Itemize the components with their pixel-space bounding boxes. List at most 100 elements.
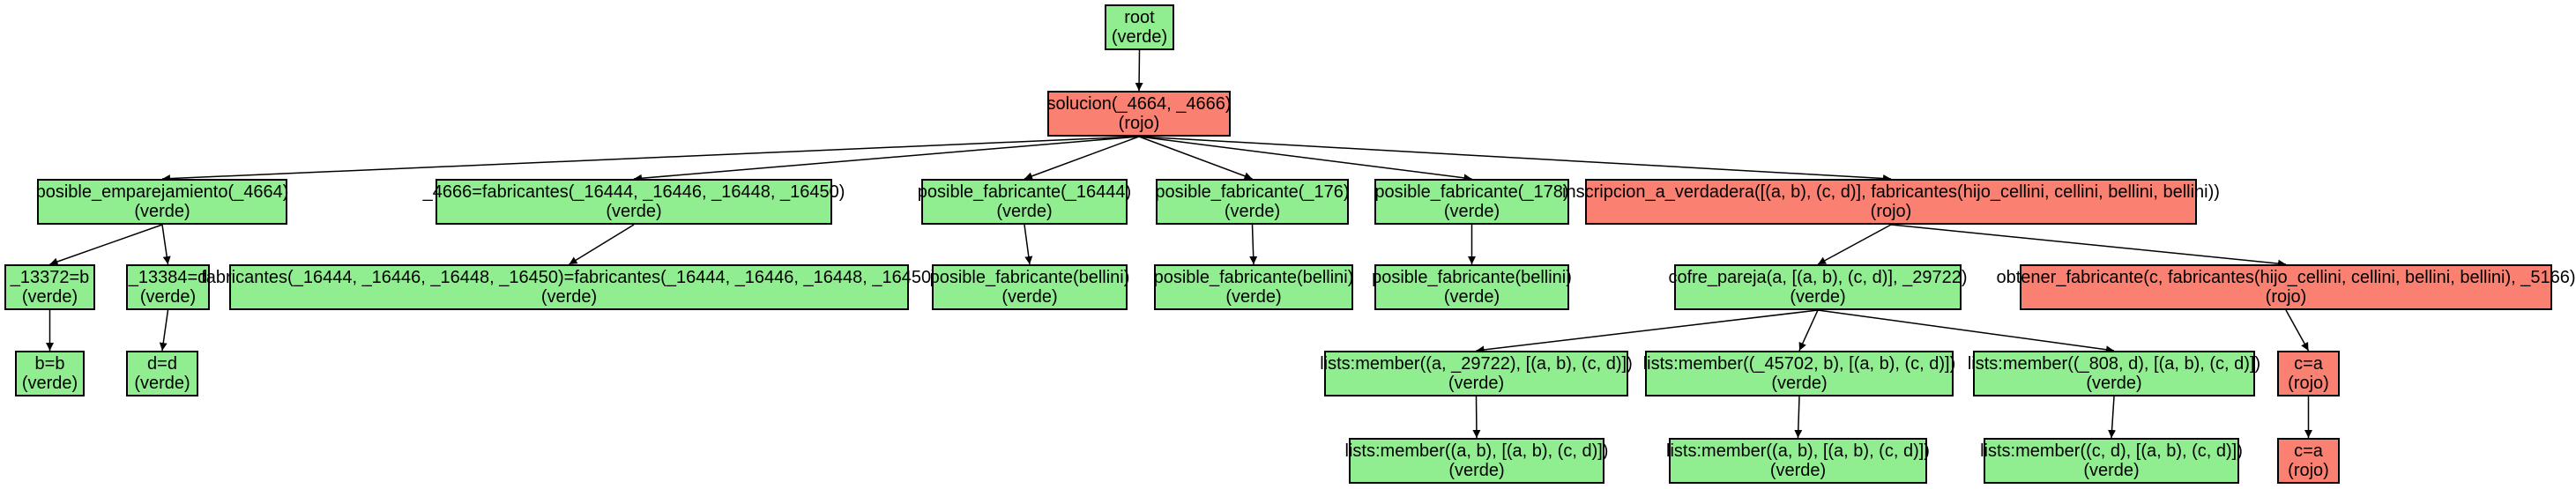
node-status: (verde) bbox=[996, 202, 1053, 221]
node-status: (verde) bbox=[21, 374, 78, 393]
edge-solucion-to-eq-fabricantes bbox=[633, 136, 1140, 182]
node-status: (verde) bbox=[134, 202, 190, 221]
node-status: (rojo) bbox=[2265, 287, 2307, 307]
node-label: _13372=b bbox=[10, 268, 90, 287]
tree-node-lm-ab2: lists:member((a, b), [(a, b), (c, d)])(v… bbox=[1666, 438, 1930, 484]
node-label: lists:member((a, _29722), [(a, b), (c, d… bbox=[1320, 354, 1633, 374]
edge-cofre-to-lm-808 bbox=[1817, 309, 2115, 354]
tree-node-pfb-1: posible_fabricante(bellini)(verde) bbox=[929, 264, 1130, 310]
tree-node-posible-emparejamiento: posible_emparejamiento(_4664)(verde) bbox=[35, 179, 289, 225]
node-status: (verde) bbox=[139, 287, 197, 307]
edge-lm-45702-to-lm-ab2 bbox=[1794, 396, 1803, 439]
tree-node-eq-13372: _13372=b(verde) bbox=[4, 264, 95, 310]
node-label: _4666=fabricantes(_16444, _16446, _16448… bbox=[422, 182, 845, 202]
edge-inscripcion-to-cofre bbox=[1817, 224, 1892, 265]
edge-pf-176-to-pfb-2 bbox=[1249, 224, 1258, 265]
node-status: (verde) bbox=[1448, 374, 1505, 393]
tree-node-pf-178: posible_fabricante(_178)(verde) bbox=[1374, 179, 1569, 225]
edge-posible-emparejamiento-to-eq-13384 bbox=[161, 224, 171, 265]
node-label: lists:member((_808, d), [(a, b), (c, d)]… bbox=[1967, 354, 2261, 374]
tree-node-eq-13384: _13384=d(verde) bbox=[126, 264, 210, 310]
node-status: (rojo) bbox=[2288, 461, 2329, 480]
node-label: posible_fabricante(_178) bbox=[1374, 182, 1569, 202]
node-label: solucion(_4664, _4666) bbox=[1046, 94, 1232, 114]
edge-solucion-to-pf-16444 bbox=[1024, 136, 1140, 181]
node-label: obtener_fabricante(c, fabricantes(hijo_c… bbox=[1996, 268, 2576, 287]
edge-eq-13384-to-dd bbox=[159, 309, 169, 352]
node-status: (rojo) bbox=[1870, 202, 1912, 221]
tree-node-pfb-3: posible_fabricante(bellini)(verde) bbox=[1372, 264, 1572, 310]
node-label: root bbox=[1124, 8, 1155, 27]
tree-node-lm-808: lists:member((_808, d), [(a, b), (c, d)]… bbox=[1968, 351, 2260, 396]
edge-lm-a-to-lm-ab bbox=[1472, 396, 1481, 439]
edge-solucion-to-posible-emparejamiento bbox=[161, 136, 1140, 183]
node-status: (rojo) bbox=[2288, 374, 2329, 393]
tree-node-ca-2: c=a(rojo) bbox=[2277, 438, 2340, 484]
edge-solucion-to-pf-178 bbox=[1138, 136, 1472, 182]
node-label: posible_fabricante(_176) bbox=[1155, 182, 1350, 202]
tree-node-root: root(verde) bbox=[1105, 4, 1174, 50]
node-label: d=d bbox=[147, 354, 177, 374]
node-status: (verde) bbox=[606, 202, 662, 221]
node-status: (verde) bbox=[1001, 287, 1058, 307]
tree-node-dd: d=d(verde) bbox=[126, 351, 198, 396]
edge-cofre-to-lm-a bbox=[1476, 309, 1819, 354]
edge-solucion-to-inscripcion bbox=[1138, 136, 1892, 182]
node-status: (verde) bbox=[134, 374, 190, 393]
node-label: lists:member((_45702, b), [(a, b), (c, d… bbox=[1642, 354, 1956, 374]
node-label: lists:member((a, b), [(a, b), (c, d)]) bbox=[1666, 441, 1930, 461]
node-label: b=b bbox=[34, 354, 65, 374]
edge-inscripcion-to-obtener bbox=[1890, 224, 2287, 268]
tree-node-pf-16444: posible_fabricante(_16444)(verde) bbox=[917, 179, 1132, 225]
tree-node-solucion: solucion(_4664, _4666)(rojo) bbox=[1046, 91, 1232, 137]
edge-eq-fabricantes-to-fab-unif bbox=[569, 224, 635, 265]
node-label: posible_emparejamiento(_4664) bbox=[35, 182, 289, 202]
node-status: (verde) bbox=[2086, 374, 2142, 393]
node-label: fabricantes(_16444, _16446, _16448, _164… bbox=[201, 268, 937, 287]
node-label: posible_fabricante(bellini) bbox=[1153, 268, 1354, 287]
tree-node-eq-fabricantes: _4666=fabricantes(_16444, _16446, _16448… bbox=[423, 179, 845, 225]
tree-node-pfb-2: posible_fabricante(bellini)(verde) bbox=[1154, 264, 1353, 310]
edge-posible-emparejamiento-to-eq-13372 bbox=[49, 224, 163, 266]
node-status: (verde) bbox=[1448, 461, 1505, 480]
tree-node-ca-1: c=a(rojo) bbox=[2277, 351, 2340, 396]
node-label: inscripcion_a_verdadera([(a, b), (c, d)]… bbox=[1562, 182, 2220, 202]
node-label: lists:member((a, b), [(a, b), (c, d)]) bbox=[1344, 441, 1609, 461]
tree-node-pf-176: posible_fabricante(_176)(verde) bbox=[1155, 179, 1350, 225]
edge-pf-16444-to-pfb-1 bbox=[1024, 224, 1033, 265]
node-status: (verde) bbox=[1443, 287, 1500, 307]
node-label: posible_fabricante(bellini) bbox=[929, 268, 1130, 287]
tree-node-lm-cd: lists:member((c, d), [(a, b), (c, d)])(v… bbox=[1980, 438, 2243, 484]
node-status: (rojo) bbox=[1118, 114, 1160, 133]
node-status: (verde) bbox=[1771, 374, 1828, 393]
edge-solucion-to-pf-176 bbox=[1138, 136, 1253, 181]
tree-node-fab-unif: fabricantes(_16444, _16446, _16448, _164… bbox=[201, 264, 937, 310]
node-status: (verde) bbox=[2083, 461, 2140, 480]
node-label: posible_fabricante(bellini) bbox=[1372, 268, 1572, 287]
node-status: (verde) bbox=[1225, 287, 1282, 307]
edge-lm-808-to-lm-cd bbox=[2108, 396, 2117, 439]
node-label: _13384=d bbox=[128, 268, 208, 287]
node-status: (verde) bbox=[1790, 287, 1846, 307]
tree-node-cofre: cofre_pareja(a, [(a, b), (c, d)], _29722… bbox=[1668, 264, 1968, 310]
node-status: (verde) bbox=[1224, 202, 1281, 221]
edge-obtener-to-ca-1 bbox=[2285, 309, 2310, 352]
node-label: c=a bbox=[2294, 441, 2323, 461]
node-status: (verde) bbox=[1111, 27, 1168, 47]
node-label: lists:member((c, d), [(a, b), (c, d)]) bbox=[1980, 441, 2243, 461]
node-status: (verde) bbox=[21, 287, 78, 307]
node-label: posible_fabricante(_16444) bbox=[917, 182, 1132, 202]
tree-node-lm-a: lists:member((a, _29722), [(a, b), (c, d… bbox=[1320, 351, 1633, 396]
tree-node-inscripcion: inscripcion_a_verdadera([(a, b), (c, d)]… bbox=[1562, 179, 2220, 225]
tree-node-bb: b=b(verde) bbox=[15, 351, 85, 396]
tree-node-lm-ab: lists:member((a, b), [(a, b), (c, d)])(v… bbox=[1345, 438, 1608, 484]
node-status: (verde) bbox=[1443, 202, 1500, 221]
tree-node-lm-45702: lists:member((_45702, b), [(a, b), (c, d… bbox=[1642, 351, 1956, 396]
tree-node-obtener: obtener_fabricante(c, fabricantes(hijo_c… bbox=[1996, 264, 2576, 310]
node-label: cofre_pareja(a, [(a, b), (c, d)], _29722… bbox=[1668, 268, 1968, 287]
edge-cofre-to-lm-45702 bbox=[1798, 309, 1819, 352]
node-status: (verde) bbox=[540, 287, 598, 307]
node-label: c=a bbox=[2294, 354, 2323, 374]
edge-root-to-solucion bbox=[1135, 49, 1143, 92]
